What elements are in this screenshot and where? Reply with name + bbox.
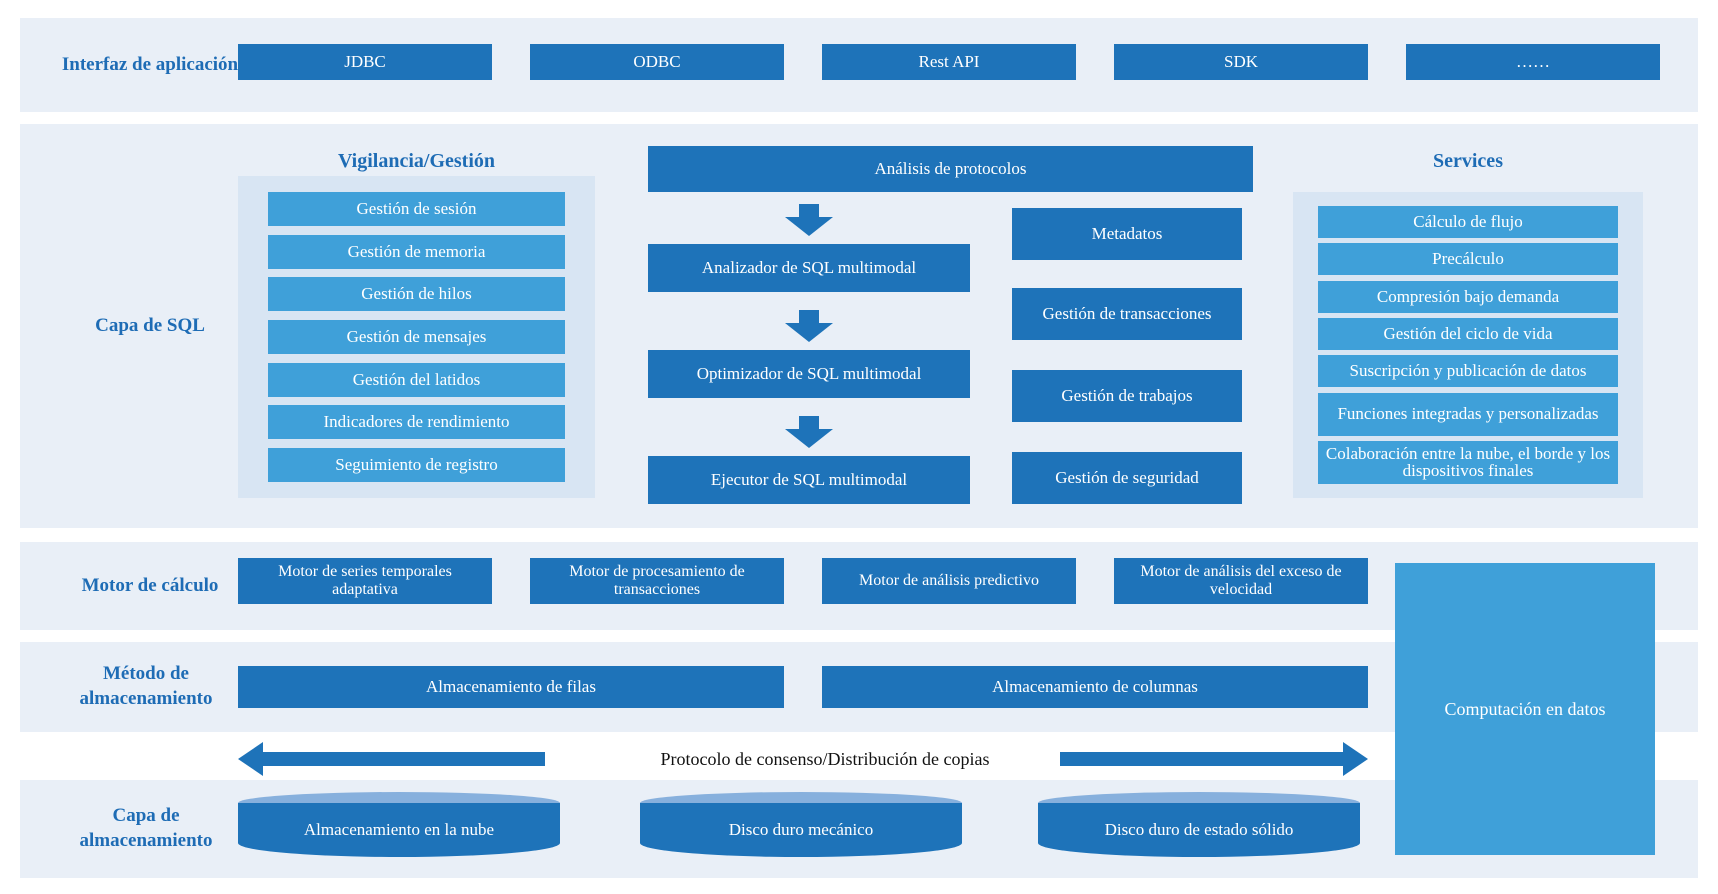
- disk-label: Disco duro de estado sólido: [1038, 803, 1360, 857]
- monitoring-item: Gestión del latidos: [268, 362, 565, 397]
- monitoring-panel: Gestión de sesión Gestión de memoria Ges…: [238, 176, 595, 498]
- services-item: Funciones integradas y personalizadas: [1318, 392, 1618, 436]
- pipeline-entry-box: Análisis de protocolos: [648, 146, 1253, 192]
- storage-layer-label: Capa de almacenamiento: [79, 805, 213, 851]
- pipeline-step-optimizer: Optimizador de SQL multimodal: [648, 350, 970, 398]
- flow-arrow-down-icon: [785, 310, 833, 342]
- application-layer-label: Interfaz de aplicación: [61, 53, 239, 75]
- engine-box-predictive: Motor de análisis predictivo: [822, 558, 1076, 604]
- services-item: Gestión del ciclo de vida: [1318, 317, 1618, 350]
- services-item: Precálculo: [1318, 243, 1618, 276]
- engine-box-speeding: Motor de análisis del exceso de velocida…: [1114, 558, 1368, 604]
- disk-cylinder-cloud: Almacenamiento en la nube: [238, 792, 560, 858]
- services-item: Colaboración entre la nube, el borde y l…: [1318, 440, 1618, 484]
- compute-engine-band: Motor de cálculo Motor de series tempora…: [20, 542, 1698, 630]
- management-box-metadata: Metadatos: [1012, 208, 1242, 260]
- monitoring-heading: Vigilancia/Gestión: [337, 150, 496, 172]
- storage-method-columns: Almacenamiento de columnas: [822, 666, 1368, 708]
- pipeline-step-analyzer: Analizador de SQL multimodal: [648, 244, 970, 292]
- disk-cylinder-hdd: Disco duro mecánico: [640, 792, 962, 858]
- services-item: Cálculo de flujo: [1318, 206, 1618, 238]
- application-interface-band: Interfaz de aplicación JDBC ODBC Rest AP…: [20, 18, 1698, 112]
- engine-box-timeseries: Motor de series temporales adaptativa: [238, 558, 492, 604]
- monitoring-item: Gestión de mensajes: [268, 319, 565, 354]
- compute-layer-label: Motor de cálculo: [81, 574, 219, 596]
- monitoring-item: Gestión de hilos: [268, 277, 565, 312]
- disk-label: Almacenamiento en la nube: [238, 803, 560, 857]
- engine-box-transactions: Motor de procesamiento de transacciones: [530, 558, 784, 604]
- interface-box-rest-api: Rest API: [822, 44, 1076, 80]
- replication-protocol-label: Protocolo de consenso/Distribución de co…: [660, 749, 990, 769]
- replication-arrow-left-icon: [238, 742, 545, 776]
- sql-layer-label: Capa de SQL: [95, 314, 205, 336]
- replication-arrow-right-icon: [1060, 742, 1368, 776]
- storage-method-rows: Almacenamiento de filas: [238, 666, 784, 708]
- services-item: Compresión bajo demanda: [1318, 280, 1618, 313]
- disk-cylinder-ssd: Disco duro de estado sólido: [1038, 792, 1360, 858]
- monitoring-item: Gestión de memoria: [268, 234, 565, 269]
- management-box-jobs: Gestión de trabajos: [1012, 370, 1242, 422]
- monitoring-item: Indicadores de rendimiento: [268, 405, 565, 440]
- pipeline-step-executor: Ejecutor de SQL multimodal: [648, 456, 970, 504]
- flow-arrow-down-icon: [785, 416, 833, 448]
- services-panel: Cálculo de flujo Precálculo Compresión b…: [1293, 192, 1643, 498]
- in-data-computing-box: Computación en datos: [1395, 563, 1655, 855]
- management-box-security: Gestión de seguridad: [1012, 452, 1242, 504]
- services-item: Suscripción y publicación de datos: [1318, 355, 1618, 388]
- services-heading: Services: [1433, 150, 1503, 172]
- management-box-transactions: Gestión de transacciones: [1012, 288, 1242, 340]
- interface-box-odbc: ODBC: [530, 44, 784, 80]
- flow-arrow-down-icon: [785, 204, 833, 236]
- monitoring-item: Gestión de sesión: [268, 192, 565, 226]
- interface-box-jdbc: JDBC: [238, 44, 492, 80]
- storage-method-label: Método de almacenamiento: [79, 663, 213, 709]
- interface-box-sdk: SDK: [1114, 44, 1368, 80]
- interface-box-more: ……: [1406, 44, 1660, 80]
- sql-layer-band: Capa de SQL Vigilancia/Gestión Gestión d…: [20, 124, 1698, 528]
- disk-label: Disco duro mecánico: [640, 803, 962, 857]
- monitoring-item: Seguimiento de registro: [268, 447, 565, 482]
